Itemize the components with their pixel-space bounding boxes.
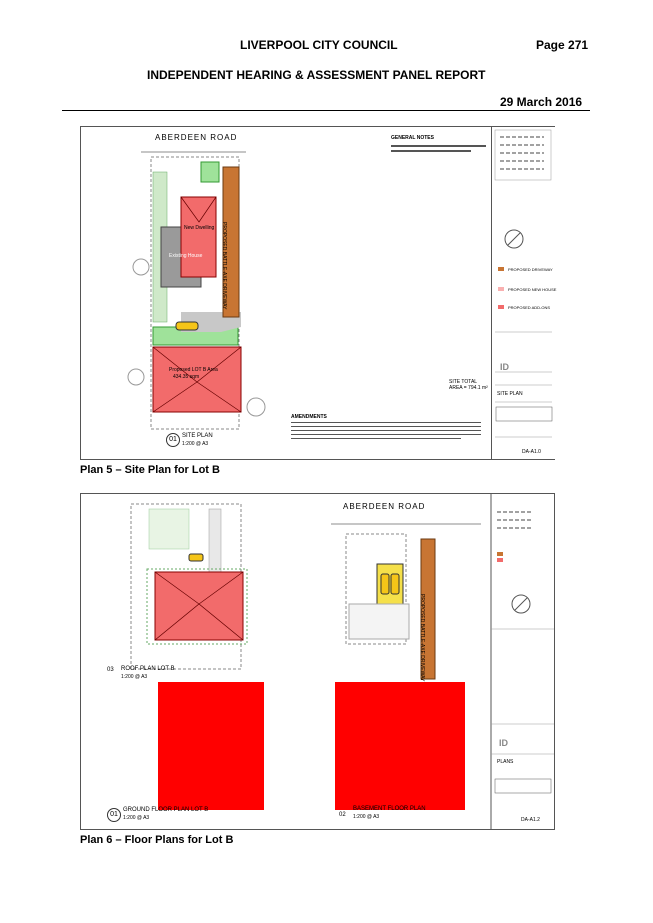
report-title: INDEPENDENT HEARING & ASSESSMENT PANEL R… [147, 68, 486, 82]
legend-new-house: PROPOSED NEW HOUSE [508, 287, 557, 292]
driveway-label: PROPOSED BATTLE-AXE DRIVEWAY [419, 594, 425, 682]
amendment-line [291, 430, 481, 431]
legend-driveway: PROPOSED DRIVEWAY [508, 267, 553, 272]
amendment-line [291, 426, 481, 427]
lot-b-area: 434.35 sqm [173, 374, 200, 380]
general-notes-title: GENERAL NOTES [391, 135, 434, 141]
amendment-line [291, 434, 481, 435]
plan5-caption: Plan 5 – Site Plan for Lot B [80, 464, 220, 476]
header-rule [62, 110, 590, 111]
ground-plan-number-circle: 01 [107, 808, 121, 822]
view-title: SITE PLAN [182, 433, 213, 439]
redaction-basement-floor [335, 682, 465, 810]
sheet-number: DA-A1.0 [522, 449, 541, 455]
basement-plan-scale: 1:200 @ A3 [353, 814, 380, 820]
site-plan-sheet: ABERDEEN ROAD Existing House New Dwellin… [80, 126, 557, 460]
page-number: Page 271 [536, 38, 589, 52]
ground-plan-scale: 1:200 @ A3 [123, 815, 150, 821]
floor-plans-drawing: ID [130, 494, 554, 829]
sheet-title: PLANS [497, 759, 514, 765]
view-number: 01 [169, 436, 177, 443]
roof-plan-title: ROOF PLAN LOT B [121, 666, 175, 672]
notes-line [391, 150, 471, 152]
site-area: AREA = 794.1 m² [449, 385, 488, 391]
view-scale: 1:200 @ A3 [182, 441, 209, 447]
svg-text:ID: ID [500, 362, 510, 372]
basement-plan-number: 02 [339, 812, 346, 818]
notes-line [391, 145, 486, 147]
title-block-graphics: ID [494, 129, 553, 438]
amendments-title: AMENDMENTS [291, 414, 327, 420]
amendment-line [291, 438, 461, 439]
new-dwelling-label: New Dwelling [184, 225, 215, 231]
roof-plan-scale: 1:200 @ A3 [121, 674, 148, 680]
title-block: ID PROPOSED DRIVEWAY PROPOSED NEW HOUSE … [491, 127, 557, 459]
roof-plan-number: 03 [107, 667, 114, 673]
road-name: ABERDEEN ROAD [343, 502, 426, 511]
existing-house-label: Existing House [169, 253, 203, 259]
sheet-number: DA-A1.2 [521, 817, 540, 823]
sheet-title: SITE PLAN [497, 391, 523, 397]
report-date: 29 March 2016 [500, 95, 583, 109]
site-total-label: SITE TOTAL [449, 379, 478, 385]
lot-b-label: Proposed LOT B Area [169, 367, 218, 373]
site-plan-drawing [127, 151, 266, 430]
plan6-caption: Plan 6 – Floor Plans for Lot B [80, 834, 234, 846]
driveway-label: PROPOSED BATTLE-AXE DRIVEWAY [221, 222, 227, 310]
legend-add-ons: PROPOSED ADD-ONS [508, 305, 551, 310]
amendment-line [291, 422, 481, 423]
ground-plan-number: 01 [110, 811, 118, 818]
basement-plan-title: BASEMENT FLOOR PLAN [353, 806, 426, 812]
svg-text:ID: ID [499, 738, 509, 748]
road-name: ABERDEEN ROAD [155, 133, 238, 142]
redaction-ground-floor [158, 682, 264, 810]
ground-plan-title: GROUND FLOOR PLAN LOT B [123, 807, 209, 813]
floor-plans-sheet: ID ABERDEEN ROAD PROPOSED BATTLE-AXE DRI… [80, 493, 555, 830]
council-name: LIVERPOOL CITY COUNCIL [240, 38, 398, 52]
view-number-circle: 01 [166, 433, 180, 447]
